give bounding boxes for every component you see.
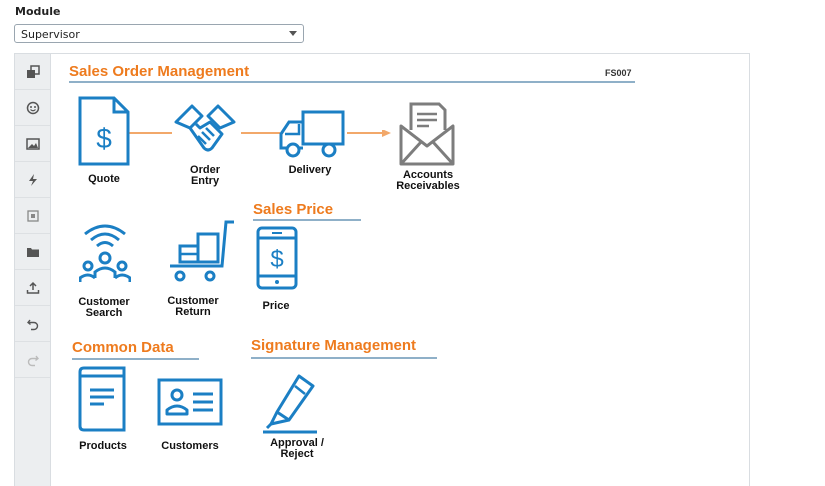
section-rule: [253, 219, 361, 221]
section-title-sales-price: Sales Price: [253, 201, 334, 218]
cart-return-icon: [170, 220, 234, 282]
section-rule: [251, 357, 437, 359]
folder-icon[interactable]: [15, 234, 50, 270]
section-rule: [72, 358, 199, 360]
flow-panel: Sales Order Management FS007 $ Quote: [14, 53, 750, 486]
redo-icon[interactable]: [15, 342, 50, 378]
smiley-icon[interactable]: [15, 90, 50, 126]
accounts-receivables-label: Accounts Receivables: [396, 169, 460, 192]
customers-label: Customers: [161, 440, 219, 452]
accounts-receivables-tile[interactable]: [399, 100, 455, 171]
envelope-icon: [399, 102, 455, 166]
svg-text:$: $: [270, 246, 283, 273]
products-tile[interactable]: [78, 366, 126, 437]
customer-search-tile[interactable]: [78, 220, 132, 291]
flow-connectors: [127, 130, 391, 137]
quote-label: Quote: [88, 173, 120, 185]
undo-icon[interactable]: [15, 306, 50, 342]
section-rule: [69, 81, 635, 83]
module-label: Module: [15, 5, 61, 18]
lightning-icon[interactable]: [15, 162, 50, 198]
customer-return-label: Customer Return: [167, 295, 219, 318]
order-entry-label: Order Entry: [190, 164, 220, 187]
chevron-down-icon: [289, 31, 297, 36]
module-select[interactable]: Supervisor: [14, 24, 304, 43]
products-label: Products: [79, 440, 127, 452]
image-icon[interactable]: [15, 126, 50, 162]
customer-search-icon: [78, 224, 132, 282]
flow-canvas: Sales Order Management FS007 $ Quote: [50, 54, 749, 486]
order-entry-tile[interactable]: [170, 102, 240, 167]
delivery-tile[interactable]: [277, 110, 347, 165]
price-label: Price: [262, 300, 290, 312]
section-title-signature: Signature Management: [251, 337, 417, 354]
phone-dollar-icon: $: [256, 226, 298, 290]
tile-icon[interactable]: [15, 54, 50, 90]
upload-icon[interactable]: [15, 270, 50, 306]
side-toolbar: [15, 54, 51, 486]
price-tile[interactable]: $: [256, 226, 298, 295]
id-card-icon: [157, 378, 223, 426]
dollar-document-icon: $: [78, 96, 130, 166]
truck-icon: [279, 110, 345, 158]
section-title-common-data: Common Data: [72, 339, 174, 356]
approval-reject-tile[interactable]: [259, 372, 323, 441]
frame-icon[interactable]: [15, 198, 50, 234]
customer-return-tile[interactable]: [164, 220, 236, 289]
delivery-label: Delivery: [288, 164, 332, 176]
form-code: FS007: [605, 68, 632, 78]
pen-icon: [263, 374, 317, 434]
customer-search-label: Customer Search: [78, 296, 130, 319]
book-icon: [78, 366, 126, 432]
approval-reject-label: Approval / Reject: [270, 437, 324, 460]
svg-text:$: $: [96, 123, 112, 154]
quote-tile[interactable]: $: [78, 96, 130, 171]
section-title-sales-order: Sales Order Management: [69, 63, 250, 80]
handshake-icon: [174, 104, 236, 152]
customers-tile[interactable]: [157, 378, 223, 431]
module-select-value: Supervisor: [21, 28, 80, 41]
